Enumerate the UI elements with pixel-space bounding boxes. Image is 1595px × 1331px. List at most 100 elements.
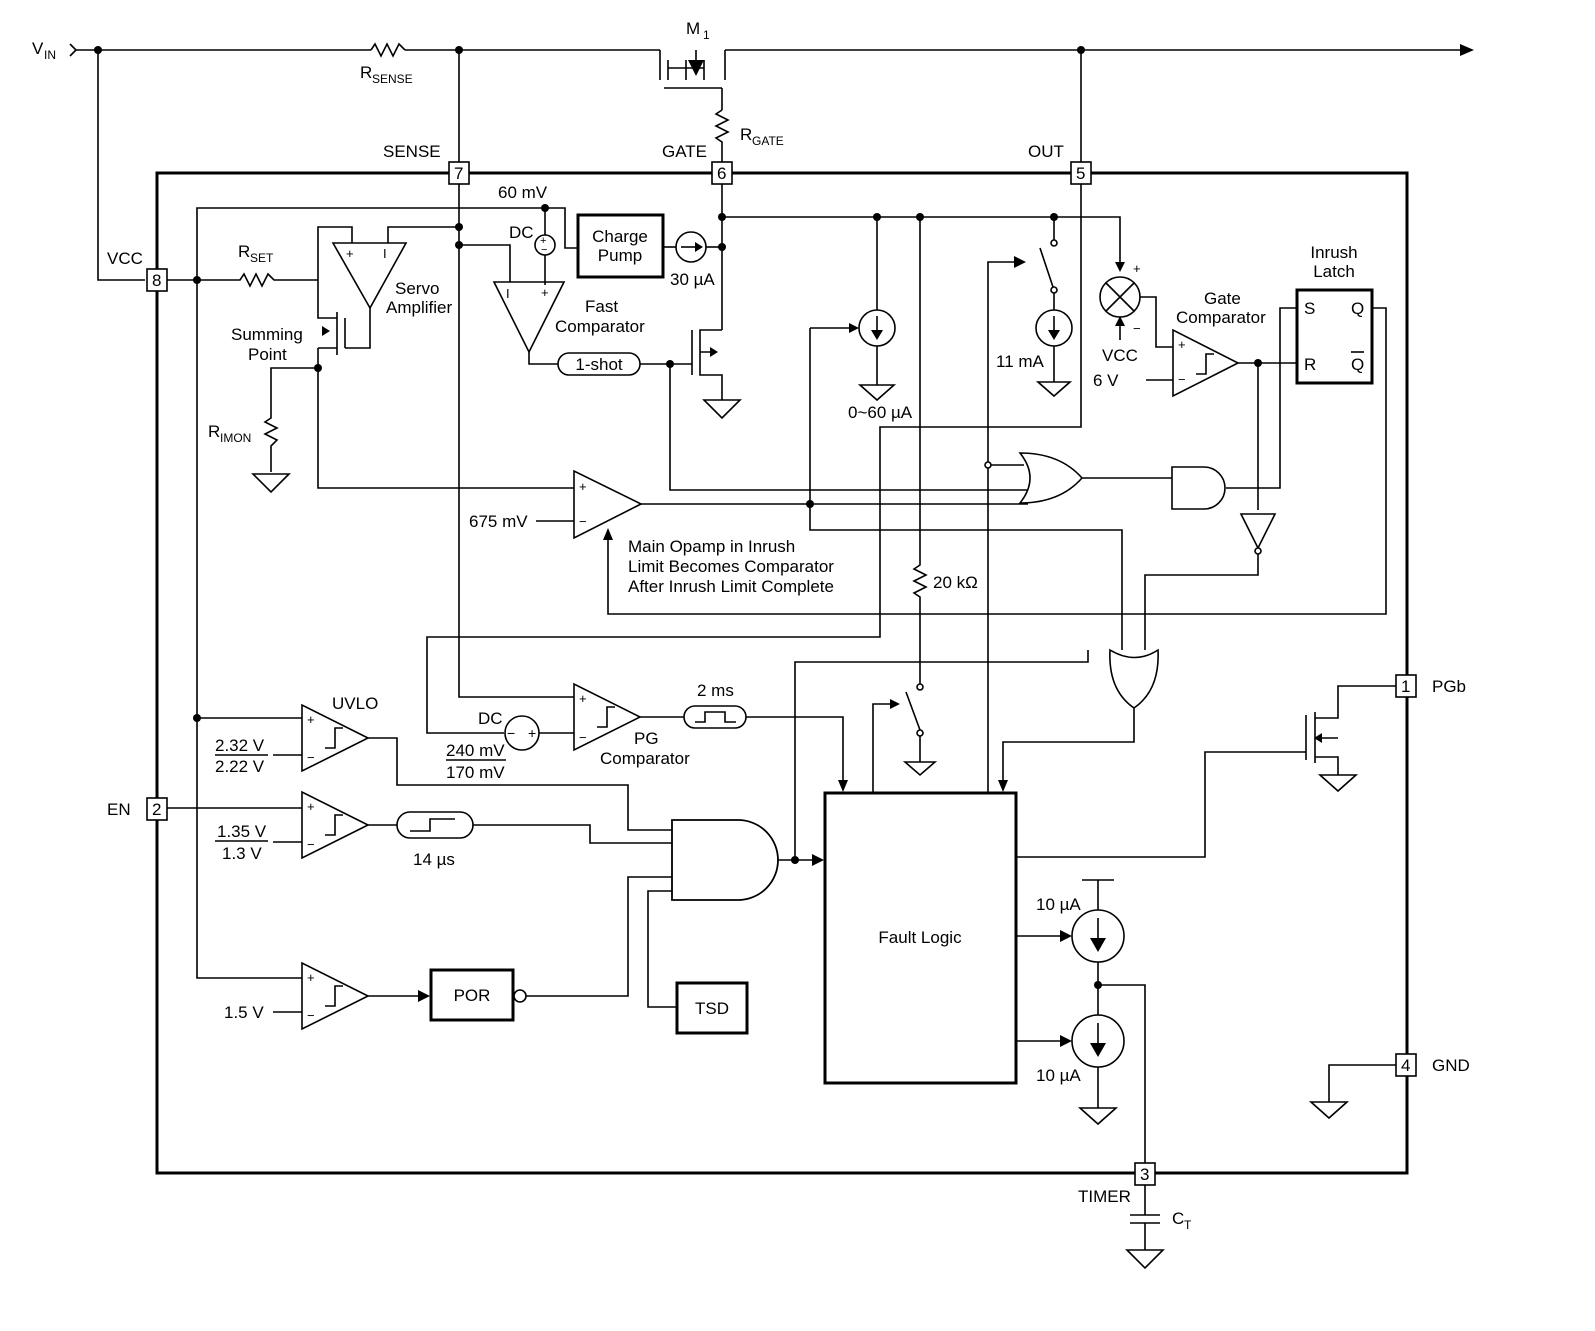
- svg-text:DC: DC: [509, 223, 534, 242]
- gate-comparator: + − 6 V Gate Comparator: [1093, 289, 1297, 398]
- or-gate-bottom: [998, 648, 1159, 792]
- tsd-block: TSD: [647, 890, 749, 1035]
- svg-text:Fast: Fast: [585, 297, 618, 316]
- and-gate-top: [1171, 466, 1226, 510]
- svg-text:675 mV: 675 mV: [469, 512, 528, 531]
- charge-pump: Charge Pump 30 µA: [576, 213, 722, 289]
- and-gate-main: [671, 819, 824, 901]
- current-source-10ua-top: 10 µA: [1016, 879, 1125, 1015]
- svg-text:−: −: [579, 514, 587, 529]
- pin-out: 5 OUT: [1028, 142, 1092, 185]
- timer-label: TIMER: [1078, 1187, 1131, 1206]
- pin-en: 2 EN: [107, 797, 168, 821]
- gnd-ground: [1308, 1064, 1396, 1120]
- out-label: OUT: [1028, 142, 1064, 161]
- svg-text:SET: SET: [250, 251, 274, 265]
- svg-text:2 ms: 2 ms: [697, 681, 734, 700]
- pin-sense: 7 SENSE: [383, 142, 470, 185]
- multiplier: + − VCC: [1099, 261, 1175, 365]
- delay-2ms: 2 ms: [683, 681, 848, 792]
- svg-text:Comparator: Comparator: [555, 317, 645, 336]
- svg-text:−: −: [307, 1008, 315, 1023]
- rsense-label: R: [360, 63, 372, 82]
- svg-text:1-shot: 1-shot: [575, 355, 623, 374]
- chip-outline: [155, 171, 1409, 1175]
- svg-text:Servo: Servo: [395, 279, 439, 298]
- svg-text:−: −: [307, 750, 315, 765]
- svg-text:+: +: [307, 970, 315, 985]
- svg-text:−: −: [541, 244, 547, 256]
- svg-text:1.3 V: 1.3 V: [222, 844, 262, 863]
- svg-text:+: +: [541, 285, 549, 300]
- svg-text:1: 1: [703, 28, 710, 42]
- svg-text:6 V: 6 V: [1093, 371, 1119, 390]
- gate-label: GATE: [662, 142, 707, 161]
- m1-mosfet: M 1: [659, 19, 1474, 110]
- svg-text:2.22 V: 2.22 V: [215, 757, 265, 776]
- fault-logic-block: Fault Logic: [823, 791, 1018, 1085]
- svg-text:+: +: [579, 691, 587, 706]
- switch-20k: [902, 683, 938, 777]
- pin-gate: 6 GATE: [662, 142, 733, 185]
- main-opamp-note-2: Limit Becomes Comparator: [628, 557, 834, 576]
- summing-mosfet: [317, 280, 346, 368]
- svg-text:1.35 V: 1.35 V: [217, 822, 267, 841]
- rgate-label: R: [740, 125, 752, 144]
- svg-text:Charge: Charge: [592, 227, 648, 246]
- svg-text:+: +: [307, 712, 315, 727]
- svg-text:14 µs: 14 µs: [413, 850, 455, 869]
- pgb-mosfet: [1305, 685, 1396, 793]
- rsense-resistor: [370, 42, 406, 58]
- svg-text:IMON: IMON: [220, 431, 251, 445]
- dc-source-1: + − DC: [509, 223, 556, 285]
- en-label: EN: [107, 800, 131, 819]
- svg-text:Fault Logic: Fault Logic: [878, 928, 962, 947]
- svg-text:−: −: [1178, 372, 1186, 387]
- svg-text:Comparator: Comparator: [1176, 308, 1266, 327]
- svg-text:VCC: VCC: [1102, 346, 1138, 365]
- svg-text:UVLO: UVLO: [332, 694, 378, 713]
- pin-vcc: 8 VCC: [107, 249, 168, 292]
- svg-text:−: −: [307, 837, 315, 852]
- rgate-resistor: [714, 109, 730, 162]
- uvlo-comparator: + − UVLO 2.32 V 2.22 V: [215, 694, 672, 831]
- svg-text:10 µA: 10 µA: [1036, 1066, 1081, 1085]
- svg-text:20 kΩ: 20 kΩ: [933, 573, 978, 592]
- svg-text:Q: Q: [1351, 355, 1364, 374]
- pgb-label: PGb: [1432, 677, 1466, 696]
- svg-text:Amplifier: Amplifier: [386, 298, 452, 317]
- pin-timer: 3 TIMER: [1078, 1162, 1156, 1206]
- svg-text:−: −: [1133, 321, 1141, 336]
- svg-text:Pump: Pump: [598, 246, 642, 265]
- summing-point-label-2: Point: [248, 345, 287, 364]
- svg-text:I: I: [383, 246, 387, 261]
- svg-text:T: T: [1184, 1218, 1192, 1232]
- svg-text:10 µA: 10 µA: [1036, 895, 1081, 914]
- svg-text:11 mA: 11 mA: [996, 352, 1045, 371]
- svg-text:0~60 µA: 0~60 µA: [848, 403, 913, 422]
- inrush-latch: S Q R Q Inrush Latch: [1295, 243, 1374, 385]
- servo-amplifier: + I Servo Amplifier: [317, 226, 459, 349]
- svg-text:PG: PG: [634, 729, 659, 748]
- svg-text:2: 2: [152, 800, 161, 819]
- main-opamp: + − 675 mV: [469, 469, 1028, 540]
- svg-text:POR: POR: [454, 986, 491, 1005]
- rset-resistor: [167, 272, 318, 288]
- rimon-resistor: [263, 367, 318, 472]
- svg-text:1.5 V: 1.5 V: [224, 1003, 264, 1022]
- mv60-label: 60 mV: [498, 183, 548, 202]
- vin-sub: IN: [44, 48, 56, 62]
- rset-label: R: [238, 242, 250, 261]
- pin-gnd: 4 GND: [1395, 1053, 1470, 1077]
- en-comparator: + − 1.35 V 1.3 V: [215, 790, 397, 863]
- sense-label: SENSE: [383, 142, 441, 161]
- delay-14us: 14 µs: [396, 811, 672, 869]
- resistor-20k: 20 kΩ: [912, 217, 978, 684]
- vcc-label: VCC: [107, 249, 143, 268]
- vin-input: V IN: [32, 39, 78, 62]
- svg-text:6: 6: [717, 164, 726, 183]
- ct-capacitor: C T: [1125, 1185, 1192, 1270]
- svg-text:Comparator: Comparator: [600, 749, 690, 768]
- dc-source-2: − + DC 240 mV 170 mV: [446, 709, 574, 782]
